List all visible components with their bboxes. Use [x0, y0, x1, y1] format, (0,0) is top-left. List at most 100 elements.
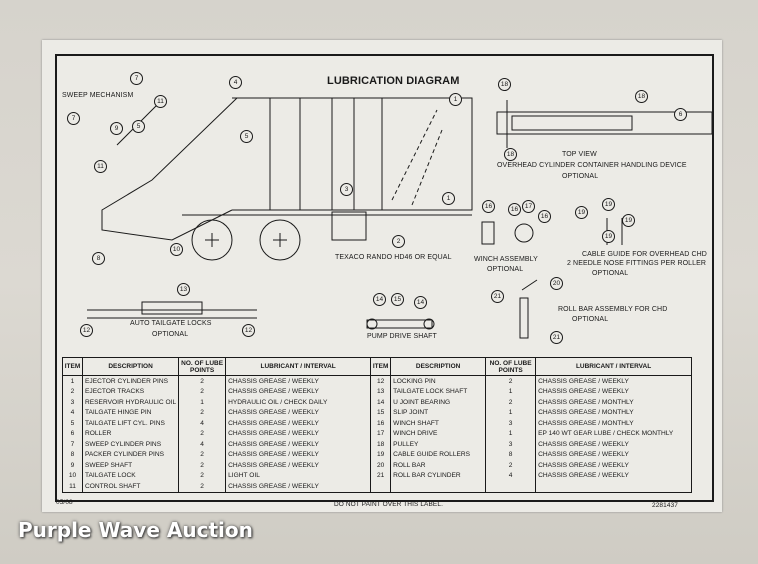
- cell-item: 11: [62, 481, 83, 493]
- cell-lubricant: CHASSIS GREASE / WEEKLY: [535, 449, 692, 460]
- callout-15: 15: [391, 293, 404, 306]
- callout-13: 13: [177, 283, 190, 296]
- header-description: DESCRIPTION: [390, 357, 487, 376]
- cell-description: SLIP JOINT: [390, 407, 487, 418]
- cell-item: 7: [62, 439, 83, 450]
- top-view-label: TOP VIEW: [562, 151, 597, 158]
- cell-points: 2: [178, 375, 227, 387]
- header-lubricant: LUBRICANT / INTERVAL: [535, 357, 692, 376]
- callout-18: 18: [498, 78, 511, 91]
- cell-points: 1: [485, 386, 537, 397]
- cell-description: TAILGATE LOCK SHAFT: [390, 386, 487, 397]
- cell-description: ROLL BAR CYLINDER: [390, 470, 487, 481]
- cell-description: RESERVOIR HYDRAULIC OIL: [81, 397, 180, 408]
- cell-lubricant: CHASSIS GREASE / WEEKLY: [535, 470, 692, 481]
- cell-item: 8: [62, 449, 83, 460]
- cell-lubricant: CHASSIS GREASE / WEEKLY: [225, 418, 372, 429]
- callout-19: 19: [602, 198, 615, 211]
- truck-diagram: [87, 97, 713, 339]
- header-lube-points: NO. OF LUBE POINTS: [178, 357, 227, 376]
- callout-11: 11: [94, 160, 107, 173]
- cell-item: 13: [370, 386, 392, 397]
- cell-description: TAILGATE HINGE PIN: [81, 407, 180, 418]
- cell-description: LOCKING PIN: [390, 375, 487, 387]
- header-lube-points: NO. OF LUBE POINTS: [485, 357, 537, 376]
- callout-10: 10: [170, 243, 183, 256]
- cell-lubricant: [535, 481, 692, 493]
- callout-12: 12: [242, 324, 255, 337]
- cell-lubricant: CHASSIS GREASE / WEEKLY: [535, 460, 692, 471]
- optional-label: OPTIONAL: [152, 331, 189, 338]
- cell-points: 2: [178, 428, 227, 439]
- callout-14: 14: [414, 296, 427, 309]
- cell-item: 17: [370, 428, 392, 439]
- cell-points: 2: [485, 460, 537, 471]
- callout-12: 12: [80, 324, 93, 337]
- cell-item: [370, 481, 392, 493]
- cell-points: 2: [178, 481, 227, 493]
- callout-19: 19: [622, 214, 635, 227]
- cell-lubricant: CHASSIS GREASE / WEEKLY: [225, 386, 372, 397]
- cell-points: 2: [485, 375, 537, 387]
- cell-description: CABLE GUIDE ROLLERS: [390, 449, 487, 460]
- cell-item: 12: [370, 375, 392, 387]
- cell-lubricant: CHASSIS GREASE / WEEKLY: [535, 375, 692, 387]
- cell-item: 2: [62, 386, 83, 397]
- cell-description: [390, 481, 487, 493]
- cell-item: 9: [62, 460, 83, 471]
- winch-assembly-label: WINCH ASSEMBLY: [474, 256, 538, 263]
- callout-18: 18: [635, 90, 648, 103]
- header-lubricant: LUBRICANT / INTERVAL: [225, 357, 372, 376]
- cell-points: 1: [485, 407, 537, 418]
- callout-8: 8: [92, 252, 105, 265]
- cell-points: 8: [485, 449, 537, 460]
- cell-points: 3: [485, 418, 537, 429]
- cell-lubricant: LIGHT OIL: [225, 470, 372, 481]
- cell-description: CONTROL SHAFT: [81, 481, 180, 493]
- cell-item: 5: [62, 418, 83, 429]
- label-border: [55, 54, 714, 502]
- callout-18: 18: [504, 148, 517, 161]
- cell-item: 15: [370, 407, 392, 418]
- cell-description: ROLL BAR: [390, 460, 487, 471]
- diagram-title: LUBRICATION DIAGRAM: [327, 75, 460, 87]
- callout-7: 7: [67, 112, 80, 125]
- part-number: 2281437: [652, 502, 679, 509]
- callout-1: 1: [442, 192, 455, 205]
- cell-description: TAILGATE LIFT CYL. PINS: [81, 418, 180, 429]
- cell-points: 4: [485, 470, 537, 481]
- cell-description: TAILGATE LOCK: [81, 470, 180, 481]
- cell-description: EJECTOR CYLINDER PINS: [81, 375, 180, 387]
- callout-14: 14: [373, 293, 386, 306]
- cell-item: 16: [370, 418, 392, 429]
- cell-lubricant: HYDRAULIC OIL / CHECK DAILY: [225, 397, 372, 408]
- cable-guide-label: CABLE GUIDE FOR OVERHEAD CHD: [582, 251, 707, 258]
- cell-points: 2: [178, 407, 227, 418]
- cell-points: 4: [178, 418, 227, 429]
- callout-20: 20: [550, 277, 563, 290]
- cell-item: 14: [370, 397, 392, 408]
- cell-lubricant: CHASSIS GREASE / WEEKLY: [225, 481, 372, 493]
- callout-5: 5: [132, 120, 145, 133]
- cell-points: 1: [178, 397, 227, 408]
- callout-16: 16: [508, 203, 521, 216]
- cell-description: U JOINT BEARING: [390, 397, 487, 408]
- cell-points: 2: [178, 460, 227, 471]
- cell-description: PULLEY: [390, 439, 487, 450]
- cell-lubricant: CHASSIS GREASE / WEEKLY: [535, 386, 692, 397]
- optional-label: OPTIONAL: [592, 270, 629, 277]
- callout-17: 17: [522, 200, 535, 213]
- callout-16: 16: [482, 200, 495, 213]
- callout-9: 9: [110, 122, 123, 135]
- cell-item: 4: [62, 407, 83, 418]
- cell-item: 18: [370, 439, 392, 450]
- cell-points: [485, 481, 537, 493]
- callout-4: 4: [229, 76, 242, 89]
- cell-points: 4: [178, 439, 227, 450]
